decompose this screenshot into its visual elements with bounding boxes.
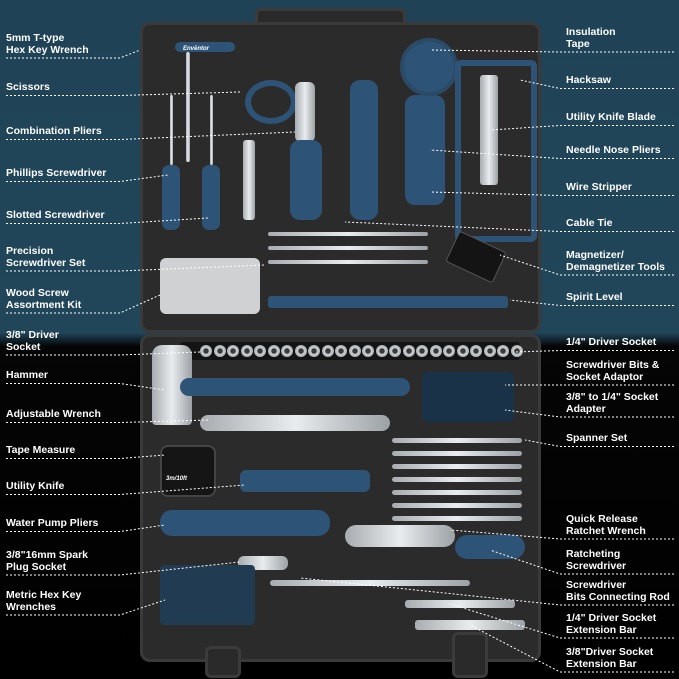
tape-readout: 3m/10ft — [166, 476, 188, 482]
right-label-4: Wire Stripper — [566, 181, 632, 193]
right-label-6: Magnetizer/ Demagnetizer Tools — [566, 249, 665, 273]
left-label-2: Combination Pliers — [6, 125, 102, 137]
left-label-5: Precision Screwdriver Set — [6, 245, 86, 269]
insulation-tape — [400, 38, 458, 96]
bits-tray — [422, 372, 514, 422]
scissors — [245, 80, 297, 124]
socket — [375, 345, 388, 357]
tape-measure — [160, 445, 216, 497]
spanner — [392, 490, 522, 495]
right-label-5: Cable Tie — [566, 217, 613, 229]
left-label-1: Scissors — [6, 81, 50, 93]
case-latch-left — [205, 646, 241, 678]
right-label-1: Hacksaw — [566, 74, 611, 86]
hex-key-wrenches — [160, 565, 255, 625]
precision-screwdriver-set — [268, 232, 428, 236]
socket — [335, 345, 347, 357]
adjustable-wrench — [200, 415, 390, 431]
phillips-screwdriver-shaft — [170, 95, 173, 165]
socket — [362, 345, 374, 357]
left-label-11: Utility Knife — [6, 480, 65, 492]
right-label-14: Screwdriver Bits Connecting Rod — [566, 579, 670, 603]
extension-bar-quarter — [405, 600, 515, 608]
right-label-10: 3/8" to 1/4" Socket Adapter — [566, 391, 659, 415]
socket — [470, 345, 482, 357]
socket — [254, 345, 266, 357]
case-latch-right — [452, 632, 488, 678]
left-label-10: Tape Measure — [6, 444, 76, 456]
precision-screwdriver-3 — [268, 260, 428, 264]
right-label-3: Needle Nose Pliers — [566, 144, 661, 156]
right-label-16: 3/8"Driver Socket Extension Bar — [566, 646, 654, 670]
socket — [443, 345, 455, 357]
socket — [483, 345, 496, 357]
socket — [227, 345, 239, 357]
scissors-blade — [243, 140, 255, 220]
left-label-12: Water Pump Pliers — [6, 517, 99, 529]
socket — [267, 345, 280, 357]
utility-knife — [240, 470, 370, 492]
socket — [308, 345, 320, 357]
socket — [402, 345, 415, 357]
precision-screwdriver-2 — [268, 246, 428, 250]
spanner — [392, 451, 522, 456]
right-label-0: Insulation Tape — [566, 26, 616, 50]
left-label-8: Hammer — [6, 369, 49, 381]
combination-pliers-handles — [290, 140, 322, 220]
brand-logo: Envēntor — [183, 46, 210, 52]
needle-nose-pliers — [350, 80, 378, 220]
socket — [497, 345, 509, 357]
water-pump-pliers — [160, 510, 330, 536]
spanner — [392, 503, 522, 508]
right-label-12: Quick Release Ratchet Wrench — [566, 513, 646, 537]
hammer-handle — [180, 378, 410, 396]
extension-bar-three-eighths — [415, 620, 525, 630]
right-label-11: Spanner Set — [566, 432, 628, 444]
socket — [456, 345, 469, 357]
right-label-7: Spirit Level — [566, 291, 623, 303]
bits-connecting-rod — [270, 580, 470, 586]
right-label-8: 1/4" Driver Socket — [566, 336, 657, 348]
quick-release-ratchet — [345, 525, 455, 547]
spanner — [392, 516, 522, 521]
socket — [281, 345, 293, 357]
spanner — [392, 464, 522, 469]
right-label-13: Ratcheting Screwdriver — [566, 548, 627, 572]
socket — [510, 345, 523, 357]
left-label-6: Wood Screw Assortment Kit — [6, 287, 82, 311]
socket — [389, 345, 401, 357]
hex-key-t-wrench — [175, 42, 235, 52]
socket — [240, 345, 253, 357]
socket — [213, 345, 226, 357]
left-label-7: 3/8" Driver Socket — [6, 329, 59, 353]
left-label-14: Metric Hex Key Wrenches — [6, 589, 82, 613]
left-label-4: Slotted Screwdriver — [6, 209, 105, 221]
utility-knife-blade — [480, 75, 498, 185]
socket — [294, 345, 307, 357]
hex-key-shaft — [186, 52, 190, 162]
left-label-0: 5mm T-type Hex Key Wrench — [6, 32, 89, 56]
spanner — [392, 477, 522, 482]
socket — [416, 345, 428, 357]
left-label-3: Phillips Screwdriver — [6, 167, 107, 179]
right-label-2: Utility Knife Blade — [566, 111, 656, 123]
socket — [348, 345, 361, 357]
phillips-screwdriver-handle — [162, 165, 180, 230]
ratcheting-screwdriver — [455, 535, 525, 559]
socket — [200, 345, 212, 357]
right-label-9: Screwdriver Bits & Socket Adaptor — [566, 359, 660, 383]
socket — [321, 345, 334, 357]
left-label-9: Adjustable Wrench — [6, 408, 101, 420]
slotted-screwdriver-handle — [202, 165, 220, 230]
spirit-level — [268, 296, 508, 308]
right-label-15: 1/4" Driver Socket Extension Bar — [566, 612, 657, 636]
slotted-screwdriver-shaft — [210, 95, 213, 165]
socket — [429, 345, 442, 357]
spanner — [392, 438, 522, 443]
wire-stripper — [405, 95, 445, 205]
wood-screw-kit — [160, 258, 260, 314]
left-label-13: 3/8"16mm Spark Plug Socket — [6, 549, 89, 573]
combination-pliers-jaws — [295, 82, 315, 142]
